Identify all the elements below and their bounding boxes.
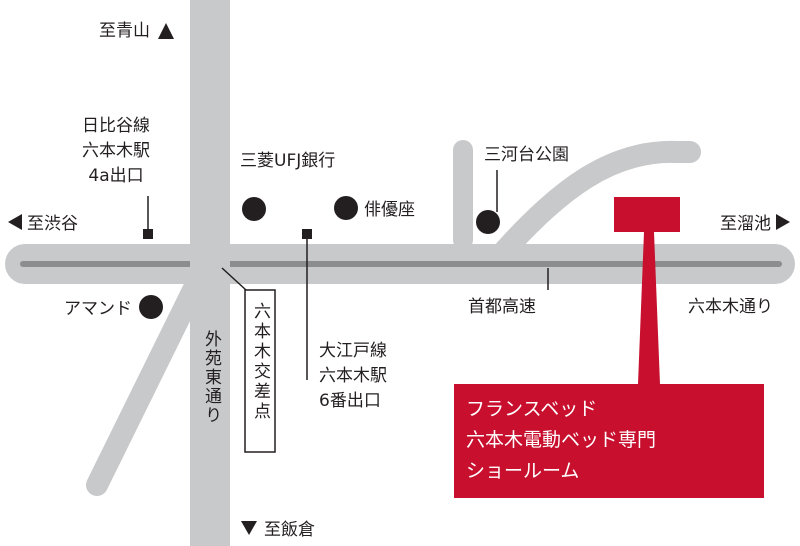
oedo-exit-marker-icon	[302, 229, 312, 239]
showroom-pointer	[638, 232, 660, 384]
landmark-park: 三河台公園	[484, 145, 569, 165]
direction-south: 至飯倉	[264, 520, 315, 540]
roppongi-dori-label: 六本木通り	[688, 297, 773, 317]
landmark-theater: 俳優座	[364, 200, 415, 220]
park-marker-icon	[476, 210, 500, 234]
direction-east: 至溜池	[720, 214, 771, 234]
southwest-diagonal-road	[86, 265, 211, 496]
direction-north: 至青山	[99, 21, 150, 41]
intersection-label: 六本木交差点	[250, 302, 271, 422]
road-labels: 首都高速 六本木通り 外苑東通り 六本木交差点	[201, 267, 773, 453]
hibiya-exit-label: 4a出口	[88, 166, 143, 186]
intersection-label-box	[244, 289, 276, 453]
showroom-type: ショールーム	[466, 460, 579, 482]
bank-marker-icon	[242, 197, 266, 221]
east-arrow-icon	[776, 214, 790, 230]
park-spur-road	[453, 140, 473, 250]
direction-markers: 至青山 至渋谷 至溜池 至飯倉	[8, 21, 790, 540]
landmark-almond: アマンド	[64, 299, 132, 319]
showroom-location-marker	[614, 197, 680, 232]
northeast-curved-road	[494, 140, 701, 261]
landmark-bank: 三菱UFJ銀行	[240, 151, 335, 171]
west-arrow-icon	[8, 214, 22, 230]
showroom-callout-box	[454, 384, 764, 498]
hibiya-line-label: 日比谷線	[82, 116, 150, 136]
hibiya-station-label: 六本木駅	[82, 141, 150, 161]
stations: 日比谷線 六本木駅 4a出口 大江戸線 六本木駅 6番出口	[82, 116, 387, 411]
landmarks: 三菱UFJ銀行 俳優座 三河台公園 アマンド	[64, 145, 569, 319]
hibiya-exit-marker-icon	[143, 229, 153, 239]
expressway-line	[20, 261, 782, 267]
intersection-leader-line	[221, 267, 247, 291]
showroom-brand: フランスベッド	[466, 398, 597, 420]
south-arrow-icon	[241, 521, 257, 535]
showroom-description: 六本木電動ベッド専門	[466, 429, 656, 451]
direction-west: 至渋谷	[27, 214, 78, 234]
almond-marker-icon	[139, 295, 163, 319]
theater-marker-icon	[334, 196, 358, 220]
expressway-label: 首都高速	[468, 297, 536, 317]
roads	[5, 0, 795, 546]
showroom: フランスベッド 六本木電動ベッド専門 ショールーム	[454, 197, 764, 498]
oedo-exit-label: 6番出口	[319, 391, 381, 411]
north-arrow-icon	[158, 23, 174, 39]
oedo-station-label: 六本木駅	[319, 366, 387, 386]
oedo-line-label: 大江戸線	[319, 341, 387, 361]
gaien-higashi-dori-label: 外苑東通り	[201, 330, 222, 425]
